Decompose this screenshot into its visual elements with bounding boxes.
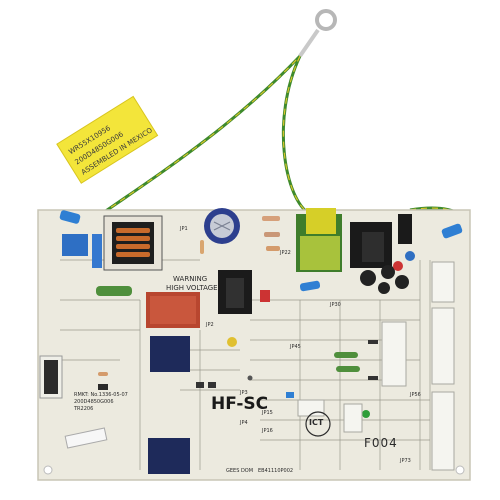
jp-label-2: JP2 (206, 322, 214, 328)
bottom-code2: EB41110P002 (258, 468, 294, 474)
ref-line3: TR2206 (74, 406, 94, 412)
ict-stamp (305, 411, 331, 437)
model-label: HF-SC (211, 394, 269, 414)
right-connectors (297, 261, 455, 471)
jp-label-6: JP16 (262, 428, 273, 434)
heatsink-right (350, 214, 412, 268)
green-resistor-left (96, 286, 132, 296)
ref-line2: 200D4850G006 (74, 399, 114, 405)
heatsink-center (218, 270, 270, 314)
jp-label-3: JP3 (240, 390, 248, 396)
jp-label-9: JP45 (290, 344, 301, 350)
jp-label-8: JP30 (330, 302, 341, 308)
ref-line1: RMKT: No.1336-05-07 (74, 392, 128, 398)
left-connector (39, 355, 63, 399)
jp-label-7: JP22 (280, 250, 291, 256)
jp-label-4: JP4 (240, 420, 248, 426)
blue-relay-lower (148, 438, 190, 474)
ict-text: ICT (309, 418, 324, 427)
small-components (98, 280, 378, 418)
capacitor-cluster (360, 251, 415, 294)
ground-wire (83, 28, 470, 228)
jp-label-1: JP1 (180, 226, 188, 232)
jp-label-11: JP73 (400, 458, 411, 464)
electrolytic-capacitor-large (204, 208, 240, 244)
blue-relay-upper (150, 336, 190, 372)
switching-transformer (296, 208, 342, 272)
jp-label-10: JP56 (410, 392, 421, 398)
code-label: F004 (364, 436, 398, 450)
white-sticker (64, 427, 108, 449)
blue-capacitor (59, 210, 81, 224)
choke-transformer (103, 215, 163, 271)
ring-terminal (315, 9, 337, 31)
warning-text: WARNING (173, 275, 208, 283)
bottom-code: GEES DOM (226, 468, 254, 474)
jp-label-5: JP15 (262, 410, 273, 416)
resistor-row-top (200, 216, 280, 254)
box-capacitor (62, 234, 102, 268)
red-relay (146, 292, 200, 328)
high-voltage-text: HIGH VOLTAGE (166, 284, 218, 292)
blue-capacitor-right (441, 223, 463, 239)
